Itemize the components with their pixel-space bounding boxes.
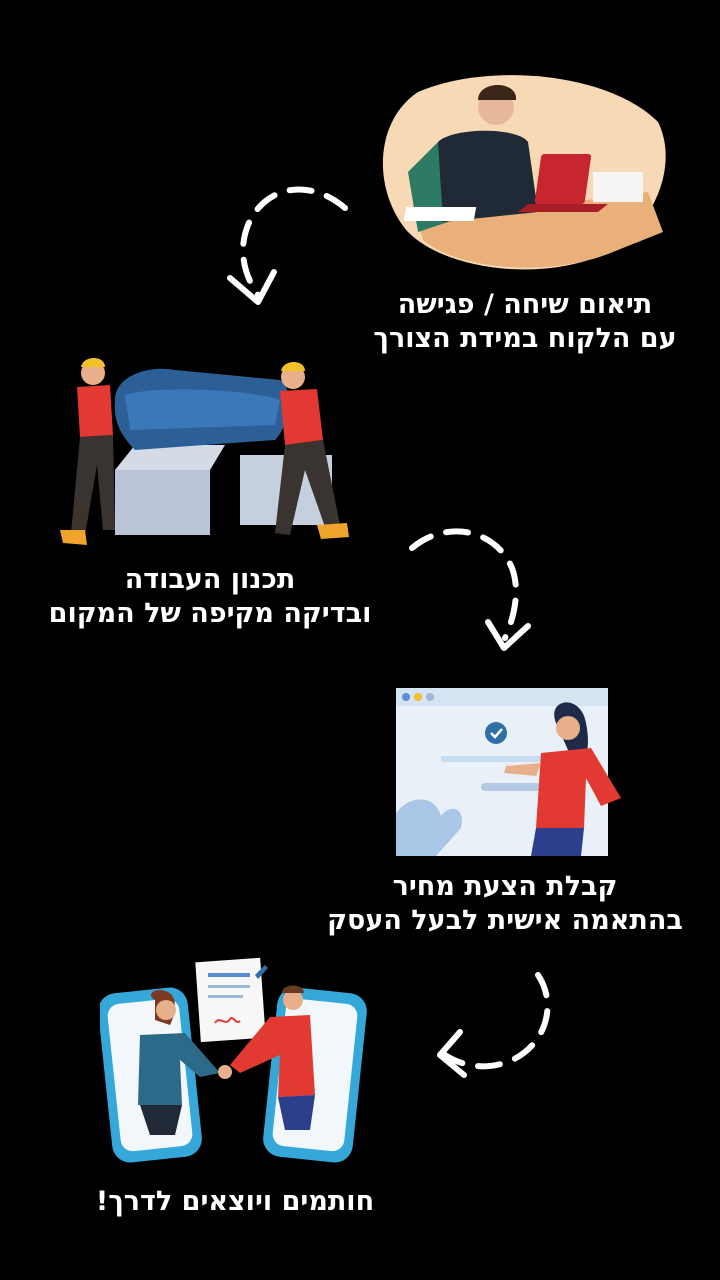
- step-1-line-1: תיאום שיחה / פגישה: [397, 289, 653, 320]
- step-2-line-1: תכנון העבודה: [124, 564, 296, 595]
- step-2-text: תכנון העבודה ובדיקה מקיפה של המקום: [20, 563, 400, 631]
- step-1-line-2: עם הלקוח במידת הצורך: [373, 323, 677, 354]
- movers-illustration: [60, 358, 349, 545]
- step-4-line-1: חותמים ויוצאים לדרך!: [95, 1186, 375, 1217]
- step-2-line-2: ובדיקה מקיפה של המקום: [48, 598, 372, 629]
- step-3-line-1: קבלת הצעת מחיר: [392, 871, 618, 902]
- step-1-text: תיאום שיחה / פגישה עם הלקוח במידת הצורך: [350, 288, 700, 356]
- dashed-curved-arrow-icon: [437, 972, 551, 1078]
- price-offer-illustration: [396, 688, 621, 856]
- meeting-illustration: [382, 75, 666, 270]
- dashed-curved-arrow-icon: [227, 186, 348, 305]
- step-3-line-2: בהתאמה אישית לבעל העסק: [327, 905, 683, 936]
- step-3-text: קבלת הצעת מחיר בהתאמה אישית לבעל העסק: [315, 870, 695, 938]
- dashed-curved-arrow-icon: [409, 528, 531, 651]
- handshake-illustration: [100, 957, 367, 1163]
- step-4-text: חותמים ויוצאים לדרך!: [60, 1185, 410, 1219]
